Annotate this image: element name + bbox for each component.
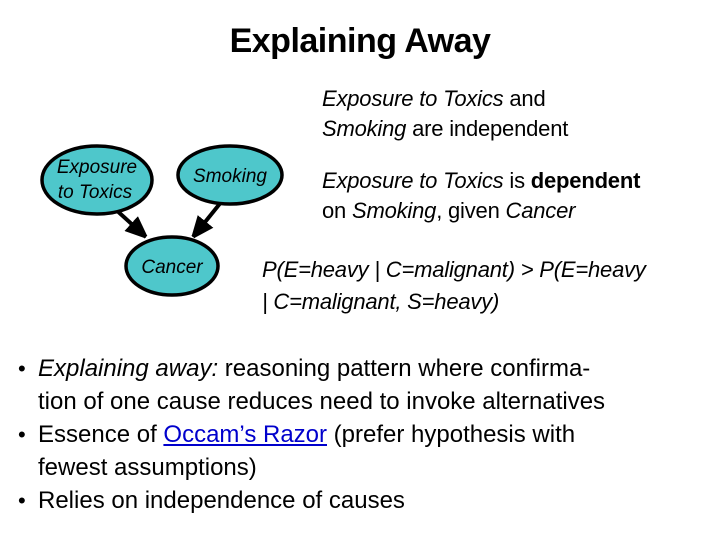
formula-line-2: | C=malignant, S=heavy): [262, 289, 500, 314]
bullet-marker: •: [18, 488, 26, 513]
claim-independent-term-1: Exposure to Toxics: [322, 86, 504, 111]
claim-dependent-term-1: Exposure to Toxics: [322, 168, 504, 193]
bullet-item-independence: • Relies on independence of causes: [18, 484, 716, 517]
probability-formula: P(E=heavy | C=malignant) > P(E=heavy | C…: [262, 254, 712, 318]
bullet-marker: •: [18, 422, 26, 447]
bayes-network-diagram: Exposure to Toxics Smoking Cancer: [40, 144, 284, 297]
claim-dependent-term-2: Smoking: [351, 198, 437, 223]
occams-razor-link[interactable]: Occam’s Razor: [163, 421, 327, 448]
bullet1-term: Explaining away:: [38, 355, 219, 382]
edge-smoking-to-cancer: [193, 199, 224, 237]
node-exposure-to-toxics: [40, 144, 154, 216]
claim-dependent-emphasis: dependent: [530, 168, 641, 193]
node-exposure-label-line1: Exposure: [57, 157, 137, 178]
node-smoking-label: Smoking: [193, 166, 267, 187]
claim-dependent: Exposure to Toxics is dependent on Smoki…: [322, 168, 641, 223]
claim-independent-term-2: Smoking: [322, 116, 407, 141]
bullet-list: • Explaining away: reasoning pattern whe…: [18, 352, 716, 517]
node-cancer-label: Cancer: [141, 257, 203, 278]
claim-dependent-term-3: Cancer: [505, 198, 576, 223]
page-title: Explaining Away: [229, 22, 491, 60]
bullet-item-explaining-away: • Explaining away: reasoning pattern whe…: [18, 352, 716, 418]
bullet-marker: •: [18, 356, 26, 381]
node-exposure-label-line2: to Toxics: [58, 182, 133, 203]
claim-independent: Exposure to Toxics and Smoking are indep…: [322, 86, 569, 141]
node-cancer: [124, 235, 220, 297]
bullet-item-occams-razor: • Essence of Occam’s Razor (prefer hypot…: [18, 418, 716, 484]
formula-line-1: P(E=heavy | C=malignant) > P(E=heavy: [262, 257, 646, 282]
node-smoking: [176, 144, 284, 206]
